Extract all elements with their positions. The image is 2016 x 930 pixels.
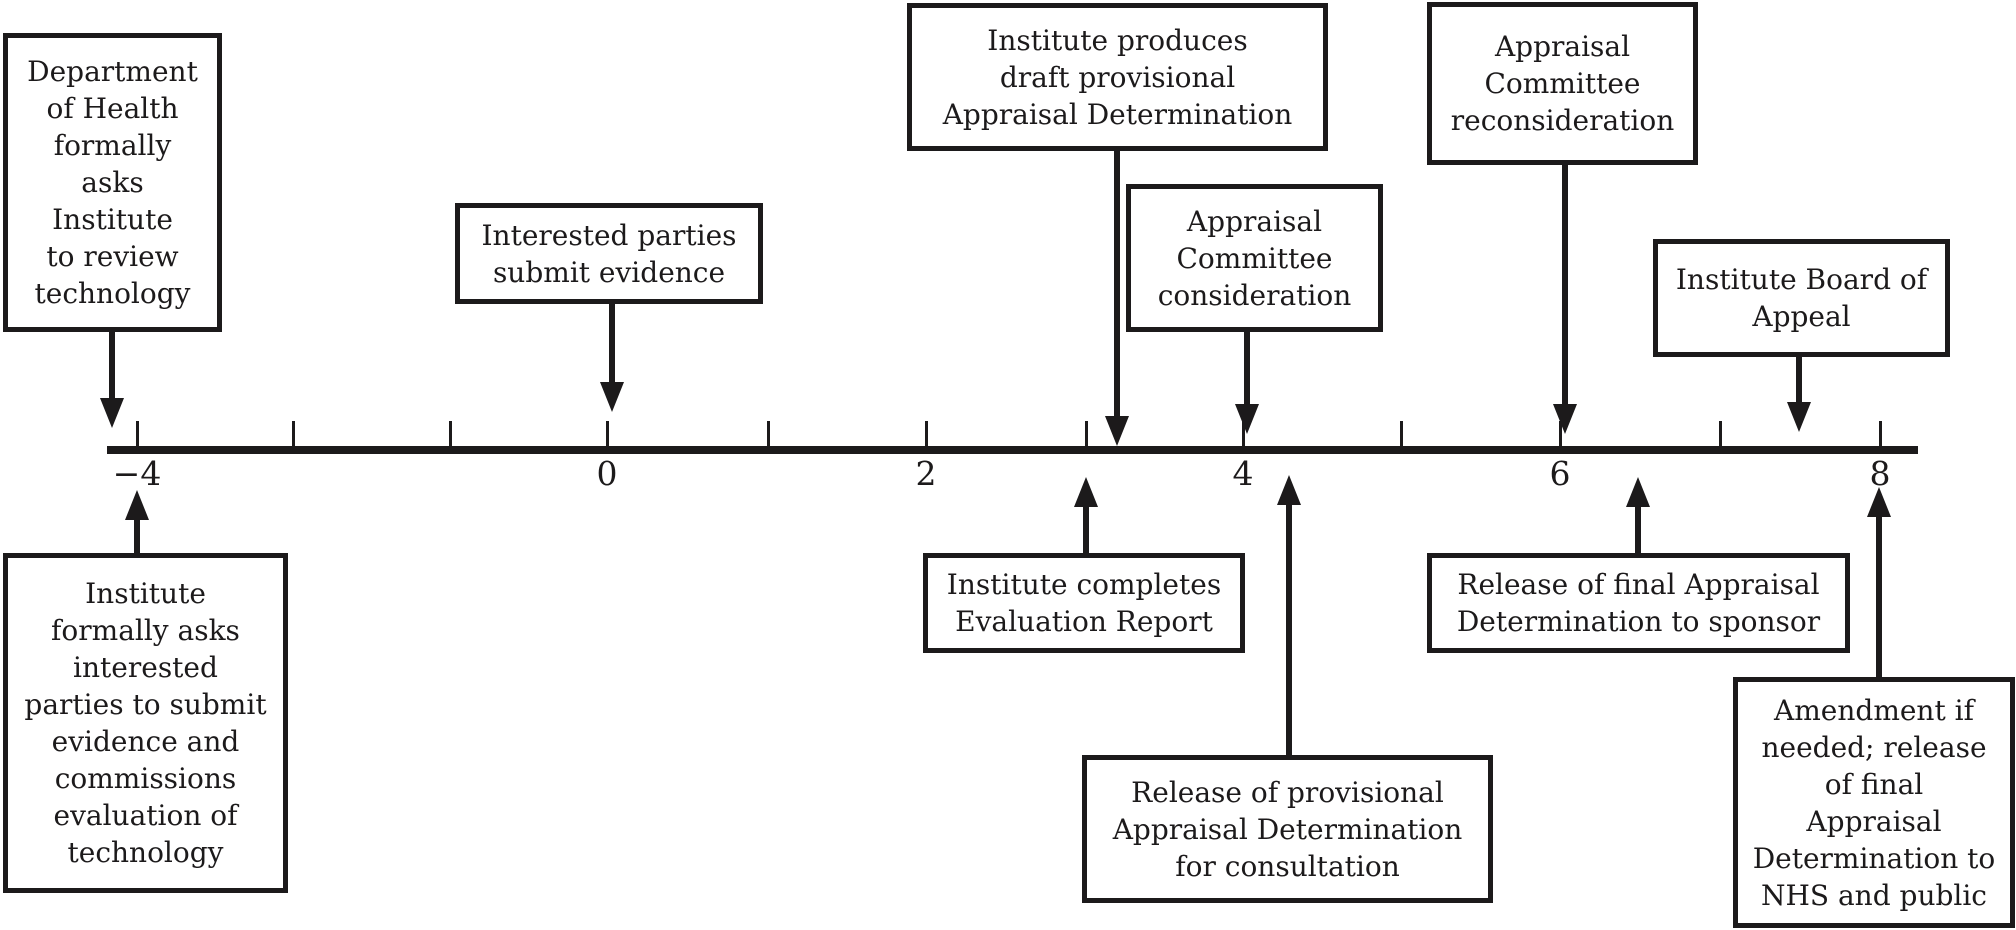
event-label: Institute Board of Appeal <box>1675 263 1928 333</box>
arrow-institute-asks-parties <box>125 490 149 555</box>
event-box-release-final-to-sponsor: Release of final Appraisal Determination… <box>1427 553 1850 653</box>
arrow-shaft <box>609 303 615 388</box>
arrow-final-to-nhs-public <box>1867 487 1891 679</box>
event-label: Appraisal Committee reconsideration <box>1450 30 1675 137</box>
axis-tick <box>1879 421 1882 447</box>
event-label: Release of provisional Appraisal Determi… <box>1112 775 1463 883</box>
arrow-release-provisional-determination <box>1277 475 1301 757</box>
arrow-down-head <box>100 398 124 428</box>
event-box-institute-asks-parties: Institute formally asks interested parti… <box>3 553 288 893</box>
axis-tick-label: 4 <box>1232 454 1254 493</box>
arrow-committee-consideration <box>1235 330 1259 434</box>
arrow-committee-reconsideration <box>1553 163 1577 434</box>
event-box-release-provisional-determination: Release of provisional Appraisal Determi… <box>1082 755 1493 903</box>
arrow-dept-health-request <box>100 331 124 428</box>
axis-tick <box>1559 421 1562 447</box>
event-label: Institute produces draft provisional App… <box>942 23 1293 131</box>
arrow-up-head <box>1626 477 1650 507</box>
axis-tick <box>606 421 609 447</box>
arrow-shaft <box>1635 501 1641 555</box>
arrow-shaft <box>1876 511 1882 679</box>
arrow-draft-provisional-determination <box>1105 148 1129 446</box>
event-box-parties-submit-evidence: Interested parties submit evidence <box>455 203 763 304</box>
arrow-release-final-to-sponsor <box>1626 477 1650 555</box>
event-box-draft-provisional-determination: Institute produces draft provisional App… <box>907 3 1328 151</box>
axis-tick <box>767 421 770 447</box>
axis-tick <box>1719 421 1722 447</box>
axis-tick <box>1242 421 1245 447</box>
event-box-board-of-appeal: Institute Board of Appeal <box>1653 239 1950 357</box>
arrow-shaft <box>109 331 115 404</box>
event-box-dept-health-request: Department of Health formally asks Insti… <box>3 33 222 332</box>
arrow-board-of-appeal <box>1787 355 1811 432</box>
event-box-committee-reconsideration: Appraisal Committee reconsideration <box>1427 2 1698 165</box>
event-label: Institute formally asks interested parti… <box>24 577 267 869</box>
arrow-shaft <box>1562 163 1568 410</box>
arrow-shaft <box>134 514 140 555</box>
arrow-down-head <box>1235 404 1259 434</box>
axis-tick-label: −4 <box>112 454 162 493</box>
event-label: Interested parties submit evidence <box>481 218 737 289</box>
axis-tick-label: 6 <box>1549 454 1571 493</box>
arrow-up-head <box>1074 477 1098 507</box>
arrow-parties-submit-evidence <box>600 303 624 412</box>
arrow-shaft <box>1286 499 1292 757</box>
axis-tick <box>292 421 295 447</box>
arrow-down-head <box>600 382 624 412</box>
event-label: Institute completes Evaluation Report <box>946 568 1222 638</box>
arrow-up-head <box>1867 487 1891 517</box>
axis-tick-label: 0 <box>596 454 618 493</box>
axis-tick <box>449 421 452 447</box>
axis-tick <box>136 421 139 447</box>
timeline-axis <box>107 446 1918 454</box>
event-label: Amendment if needed; release of final Ap… <box>1752 693 1996 912</box>
event-label: Appraisal Committee consideration <box>1157 204 1352 312</box>
arrow-down-head <box>1553 404 1577 434</box>
arrow-down-head <box>1105 416 1129 446</box>
arrow-shaft <box>1114 148 1120 422</box>
axis-tick <box>925 421 928 447</box>
arrow-shaft <box>1796 355 1802 408</box>
event-box-evaluation-report: Institute completes Evaluation Report <box>923 553 1245 653</box>
event-label: Release of final Appraisal Determination… <box>1456 568 1821 638</box>
event-box-final-to-nhs-public: Amendment if needed; release of final Ap… <box>1733 677 2015 928</box>
arrow-down-head <box>1787 402 1811 432</box>
arrow-evaluation-report <box>1074 477 1098 555</box>
axis-tick-label: 2 <box>915 454 937 493</box>
arrow-up-head <box>1277 475 1301 505</box>
axis-tick <box>1085 421 1088 447</box>
arrow-shaft <box>1244 330 1250 410</box>
axis-tick <box>1400 421 1403 447</box>
axis-tick-label: 8 <box>1869 454 1891 493</box>
event-box-committee-consideration: Appraisal Committee consideration <box>1126 184 1383 332</box>
arrow-up-head <box>125 490 149 520</box>
arrow-shaft <box>1083 501 1089 555</box>
event-label: Department of Health formally asks Insti… <box>27 55 198 310</box>
